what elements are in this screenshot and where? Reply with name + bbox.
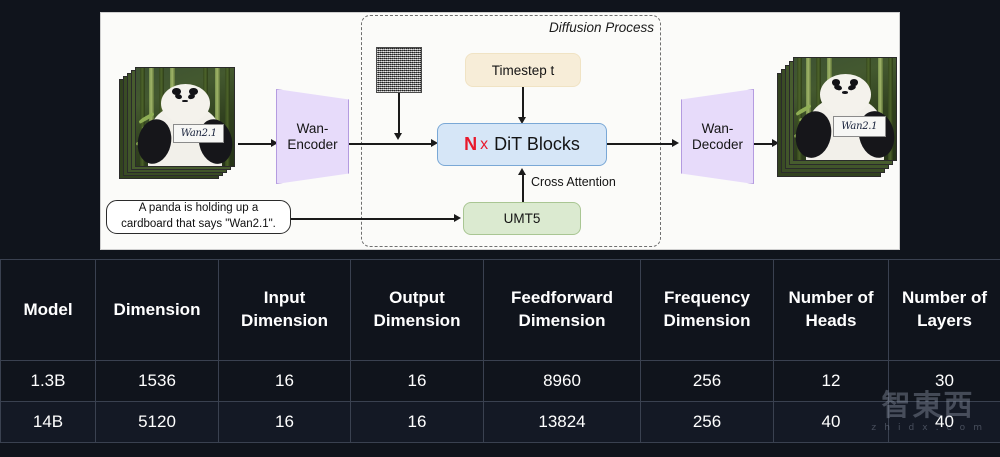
arrowhead-umt5-to-dit	[518, 168, 526, 175]
diffusion-process-label: Diffusion Process	[548, 20, 654, 35]
column-header-input-dimension: Input Dimension	[218, 259, 351, 361]
dit-repeat-count: N	[464, 134, 478, 154]
cell-frequency-dimension: 256	[640, 360, 774, 402]
timestep-block: Timestep t	[465, 53, 581, 87]
column-header-frequency-dimension: Frequency Dimension	[640, 259, 774, 361]
cell-feedforward-dimension: 8960	[483, 360, 641, 402]
arrow-dit-to-decoder	[607, 143, 675, 145]
output-sign-text: Wan2.1	[841, 120, 878, 132]
cell-output-dimension: 16	[350, 401, 484, 443]
cell-model: 1.3B	[0, 360, 96, 402]
input-video-stack: Wan2.1	[119, 65, 237, 183]
input-panda-image: Wan2.1	[136, 68, 234, 166]
arrow-umt5-to-dit	[522, 173, 524, 213]
arrow-noise-to-latent	[398, 93, 400, 135]
cell-number-of-heads: 40	[773, 401, 889, 443]
wan-decoder-block: Wan-Decoder	[681, 89, 754, 184]
input-sign-text: Wan2.1	[180, 128, 217, 140]
cell-number-of-layers: 40	[888, 401, 1000, 443]
wan-encoder-block: Wan-Encoder	[276, 89, 349, 184]
arrow-prompt-to-umt5	[291, 218, 456, 220]
wan-decoder-label: Wan-Decoder	[691, 121, 744, 152]
arrowhead-encoder-to-dit	[431, 139, 438, 147]
dit-blocks-block: N x DiT Blocks	[437, 123, 607, 166]
arrow-decoder-to-output	[754, 143, 776, 145]
text-prompt-box: A panda is holding up a cardboard that s…	[106, 200, 291, 234]
cell-frequency-dimension: 256	[640, 401, 774, 443]
cell-output-dimension: 16	[350, 360, 484, 402]
cell-number-of-layers: 30	[888, 360, 1000, 402]
diffusion-process-region: Diffusion Process	[361, 15, 661, 247]
arrowhead-noise-to-latent	[394, 133, 402, 140]
column-header-number-of-layers: Number of Layers	[888, 259, 1000, 361]
arrowhead-input-to-encoder	[271, 139, 278, 147]
column-header-number-of-heads: Number of Heads	[773, 259, 889, 361]
text-prompt-value: A panda is holding up a cardboard that s…	[121, 202, 276, 230]
dit-blocks-label: DiT Blocks	[494, 134, 580, 154]
output-panda-image: Wan2.1	[794, 58, 896, 160]
cell-model: 14B	[0, 401, 96, 443]
wan-encoder-label: Wan-Encoder	[287, 121, 338, 152]
cell-input-dimension: 16	[218, 401, 351, 443]
arrow-timestep-to-dit	[522, 87, 524, 119]
arrow-input-to-encoder	[238, 143, 273, 145]
timestep-label: Timestep t	[491, 62, 555, 78]
cell-input-dimension: 16	[218, 360, 351, 402]
column-header-output-dimension: Output Dimension	[350, 259, 484, 361]
cell-dimension: 5120	[95, 401, 219, 443]
arrowhead-decoder-to-output	[772, 139, 779, 147]
output-video-stack: Wan2.1	[777, 55, 899, 185]
column-header-feedforward-dimension: Feedforward Dimension	[483, 259, 641, 361]
architecture-diagram: Diffusion Process	[100, 12, 900, 250]
column-header-model: Model	[0, 259, 96, 361]
umt5-label: UMT5	[503, 211, 541, 226]
arrow-encoder-to-dit	[349, 143, 434, 145]
arrowhead-timestep-to-dit	[518, 117, 526, 124]
gaussian-noise-tile	[376, 47, 422, 93]
cell-number-of-heads: 12	[773, 360, 889, 402]
table-header-row: Model Dimension Input Dimension Output D…	[0, 259, 1000, 361]
umt5-text-encoder-block: UMT5	[463, 202, 581, 235]
dit-multiply-sign: x	[480, 135, 489, 153]
cross-attention-label: Cross Attention	[531, 175, 616, 189]
arrowhead-dit-to-decoder	[672, 139, 679, 147]
table-row: 1.3B 1536 16 16 8960 256 12 30	[0, 360, 1000, 402]
model-spec-table: Model Dimension Input Dimension Output D…	[0, 259, 1000, 443]
arrowhead-prompt-to-umt5	[454, 214, 461, 222]
cell-dimension: 1536	[95, 360, 219, 402]
column-header-dimension: Dimension	[95, 259, 219, 361]
table-row: 14B 5120 16 16 13824 256 40 40	[0, 401, 1000, 443]
cell-feedforward-dimension: 13824	[483, 401, 641, 443]
